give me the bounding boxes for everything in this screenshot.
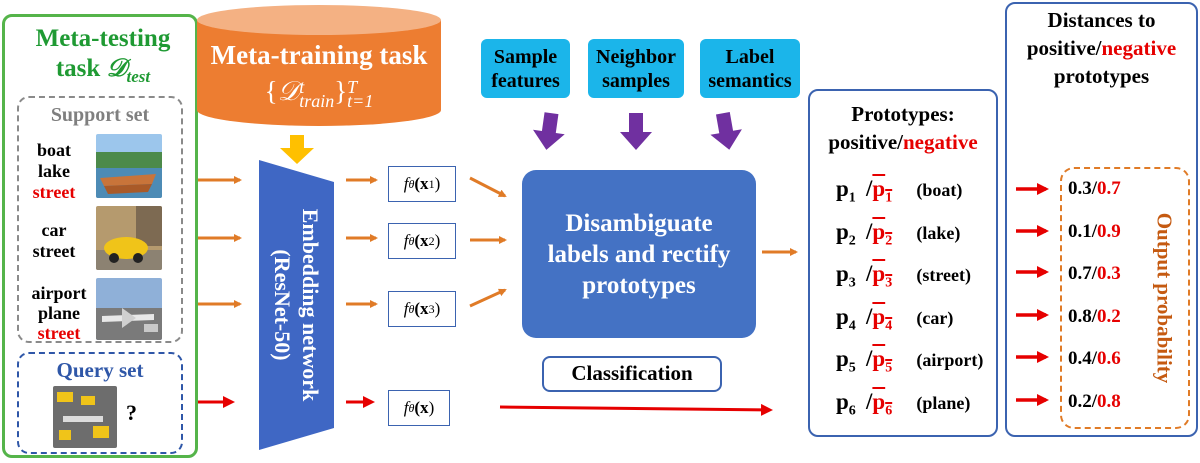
meta-testing-panel (2, 14, 198, 458)
boat-lake-image (96, 134, 162, 198)
distance-row: 0.7/0.3 (1068, 263, 1121, 284)
query-mark: ? (126, 400, 137, 425)
meta-training-cylinder (197, 5, 441, 126)
support-set-title: Support set (50, 104, 150, 126)
prototype-row: p2/p2(lake) (836, 218, 961, 249)
query-image (53, 386, 117, 448)
airport-plane-image (96, 278, 162, 340)
arrow-query-long (499, 403, 773, 416)
distance-row: 0.4/0.6 (1068, 348, 1121, 369)
prototypes-title: Prototypes: positive/negative (828, 102, 978, 154)
prototypes-panel (808, 89, 998, 437)
sample-3-labels: airport plane street (31, 283, 87, 343)
arrow-purple-2 (620, 113, 652, 150)
distance-values: 0.3/0.7 0.1/0.9 0.7/0.3 0.8/0.2 0.4/0.6 … (1068, 178, 1148, 433)
meta-testing-title: Meta-testing task 𝒟test (35, 25, 171, 86)
query-set-title: Query set (56, 358, 144, 382)
output-probability-box (1060, 167, 1190, 429)
distances-title: Distances to positive/negative prototype… (1026, 8, 1177, 88)
output-probability-label: Output probability (1152, 212, 1177, 384)
sample-1-labels: boat lake street (32, 140, 76, 202)
embedding-network-shape (259, 160, 334, 450)
prototype-row: p5/p5(airport) (836, 346, 984, 376)
arrow-training-down (280, 135, 314, 164)
classification-label: Classification (542, 356, 722, 392)
distance-row: 0.2/0.8 (1068, 390, 1121, 412)
distance-row: 0.8/0.2 (1068, 305, 1121, 327)
arrow-purple-1 (533, 112, 565, 150)
distance-row: 0.1/0.9 (1068, 220, 1121, 242)
arrow-purple-3 (710, 112, 742, 150)
car-street-image (96, 206, 162, 270)
disambiguate-box: Disambiguate labels and rectify prototyp… (522, 170, 756, 338)
prototype-row: p6/p6(plane) (836, 388, 971, 419)
prototype-row: p4/p4(car) (836, 303, 954, 334)
embedding-network-label: Embedding network (ResNet-50) (270, 208, 323, 402)
support-set-box (17, 96, 183, 343)
distance-row: 0.3/0.7 (1068, 178, 1121, 199)
query-set-box (17, 352, 183, 454)
distances-panel (1005, 2, 1198, 437)
prototype-rows: p1/p1(boat) p2/p2(lake) p3/p3(street) p4… (836, 176, 1006, 431)
prototype-row: p1/p1(boat) (836, 176, 963, 206)
prototype-row: p3/p3(street) (836, 261, 972, 291)
meta-training-title: Meta-training task (210, 40, 428, 70)
sample-2-labels: car street (32, 220, 76, 261)
